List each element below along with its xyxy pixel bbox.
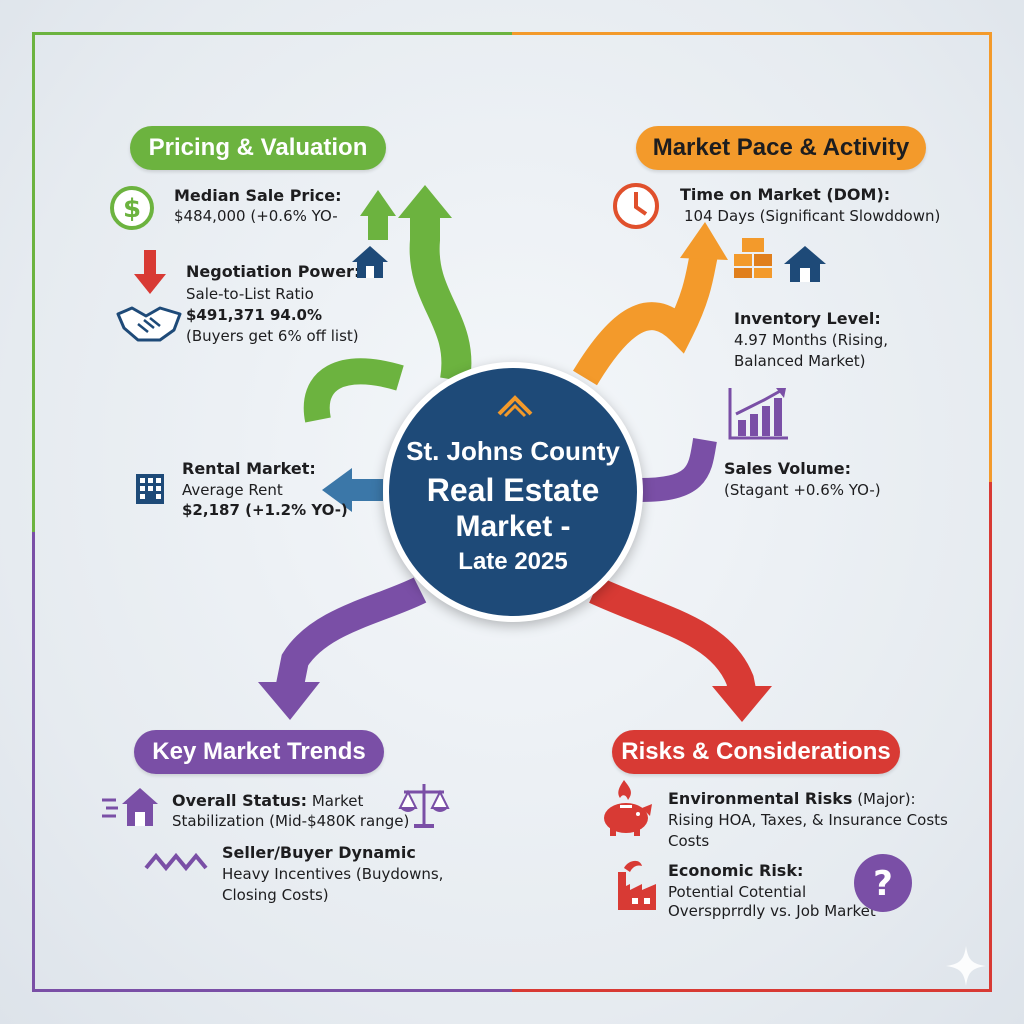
arrow-down-icon <box>134 250 166 294</box>
sales-value: (Stagant +0.6% YO-) <box>724 481 881 499</box>
purple-right-arrow <box>639 438 717 502</box>
hub-circle: St. Johns County Real Estate Market - La… <box>383 362 643 622</box>
frame-right-top <box>989 32 992 482</box>
dynamic-line1: Heavy Incentives (Buydowns, <box>222 865 444 883</box>
zigzag-icon <box>144 852 208 872</box>
median-label: Median Sale Price: <box>174 186 342 205</box>
scales-icon <box>398 784 450 828</box>
rental-arrow-head <box>322 468 352 512</box>
inventory-line2: Balanced Market) <box>734 352 866 370</box>
dynamic-line2: Closing Costs) <box>222 886 329 904</box>
red-down-arrow <box>589 577 756 693</box>
house-icon-blue <box>784 246 826 282</box>
red-down-arrow-head <box>712 686 772 722</box>
negotiation-line2: $491,371 94.0% <box>186 306 323 324</box>
inventory-label: Inventory Level: <box>734 309 881 328</box>
roof-logo-icon <box>497 395 533 418</box>
econ-line2: Overspprrdly vs. Job Market <box>668 902 876 920</box>
env-suffix: (Major): <box>857 790 916 808</box>
orange-arrow-head <box>680 222 728 260</box>
pace-header: Market Pace & Activity <box>636 126 926 170</box>
status-line2: Stabilization (Mid-$480K range) <box>172 812 410 830</box>
handshake-icon <box>116 306 182 342</box>
green-curl <box>303 358 404 423</box>
econ-label: Economic Risk: <box>668 861 804 880</box>
env-line1: Rising HOA, Taxes, & Insurance Costs <box>668 811 948 829</box>
bar-chart-up-icon <box>728 388 788 440</box>
rental-line1: Average Rent <box>182 481 283 499</box>
status-line1: Market <box>311 792 364 810</box>
env-label: Environmental Risks <box>668 789 853 808</box>
median-value: $484,000 (+0.6% YO- <box>174 207 338 225</box>
hub-title-line2: Real Estate <box>426 472 600 508</box>
negotiation-line3: (Buyers get 6% off list) <box>186 327 359 345</box>
fire-piggy-icon <box>604 780 652 836</box>
svg-text:$: $ <box>123 194 141 224</box>
dom-value: 104 Days (Significant Slowddown) <box>684 207 941 225</box>
trends-header: Key Market Trends <box>134 730 384 774</box>
inventory-line1: 4.97 Months (Rising, <box>734 331 888 349</box>
house-icon <box>352 246 388 278</box>
frame-top-right <box>512 32 992 35</box>
fast-house-icon <box>102 788 158 826</box>
rental-line2: $2,187 (+1.2% YO-) <box>182 501 348 519</box>
green-arrow-small-head <box>360 190 396 216</box>
frame-right-bottom <box>989 482 992 992</box>
status-label: Overall Status: <box>172 791 308 810</box>
hub-title-line3: Market - <box>455 510 571 543</box>
rental-label: Rental Market: <box>182 459 316 478</box>
frame-top-left <box>32 32 512 35</box>
status-text: Overall Status: Market <box>172 790 363 812</box>
env-text: Environmental Risks (Major): <box>668 788 916 810</box>
dom-label: Time on Market (DOM): <box>680 185 891 204</box>
dollar-icon: $ <box>110 186 154 230</box>
sales-label: Sales Volume: <box>724 459 852 478</box>
dynamic-label: Seller/Buyer Dynamic <box>222 843 416 862</box>
hub-title-line4: Late 2025 <box>458 548 568 575</box>
green-arrow-head <box>398 185 452 218</box>
frame-left-top <box>32 32 35 532</box>
frame-left-bottom <box>32 532 35 992</box>
clock-icon <box>613 183 659 229</box>
sparkle-icon <box>946 946 986 986</box>
question-icon: ? <box>854 854 912 912</box>
econ-line1: Potential Cotential <box>668 883 807 901</box>
negotiation-line1: Sale-to-List Ratio <box>186 285 314 303</box>
risks-header: Risks & Considerations <box>612 730 900 774</box>
purple-down-arrow-head <box>258 682 320 720</box>
frame-bottom-left <box>32 989 512 992</box>
green-arrow <box>409 215 472 383</box>
purple-down-arrow <box>276 577 427 688</box>
env-line2: Costs <box>668 832 710 850</box>
hub-title-line1: St. Johns County <box>406 436 620 466</box>
building-icon <box>136 474 164 504</box>
boxes-icon <box>734 238 772 278</box>
negotiation-label: Negotiation Power: <box>186 262 361 281</box>
orange-arrow <box>573 246 719 386</box>
pricing-header: Pricing & Valuation <box>130 126 386 170</box>
factory-icon <box>618 860 656 910</box>
frame-bottom-right <box>512 989 992 992</box>
svg-text:?: ? <box>873 864 893 904</box>
